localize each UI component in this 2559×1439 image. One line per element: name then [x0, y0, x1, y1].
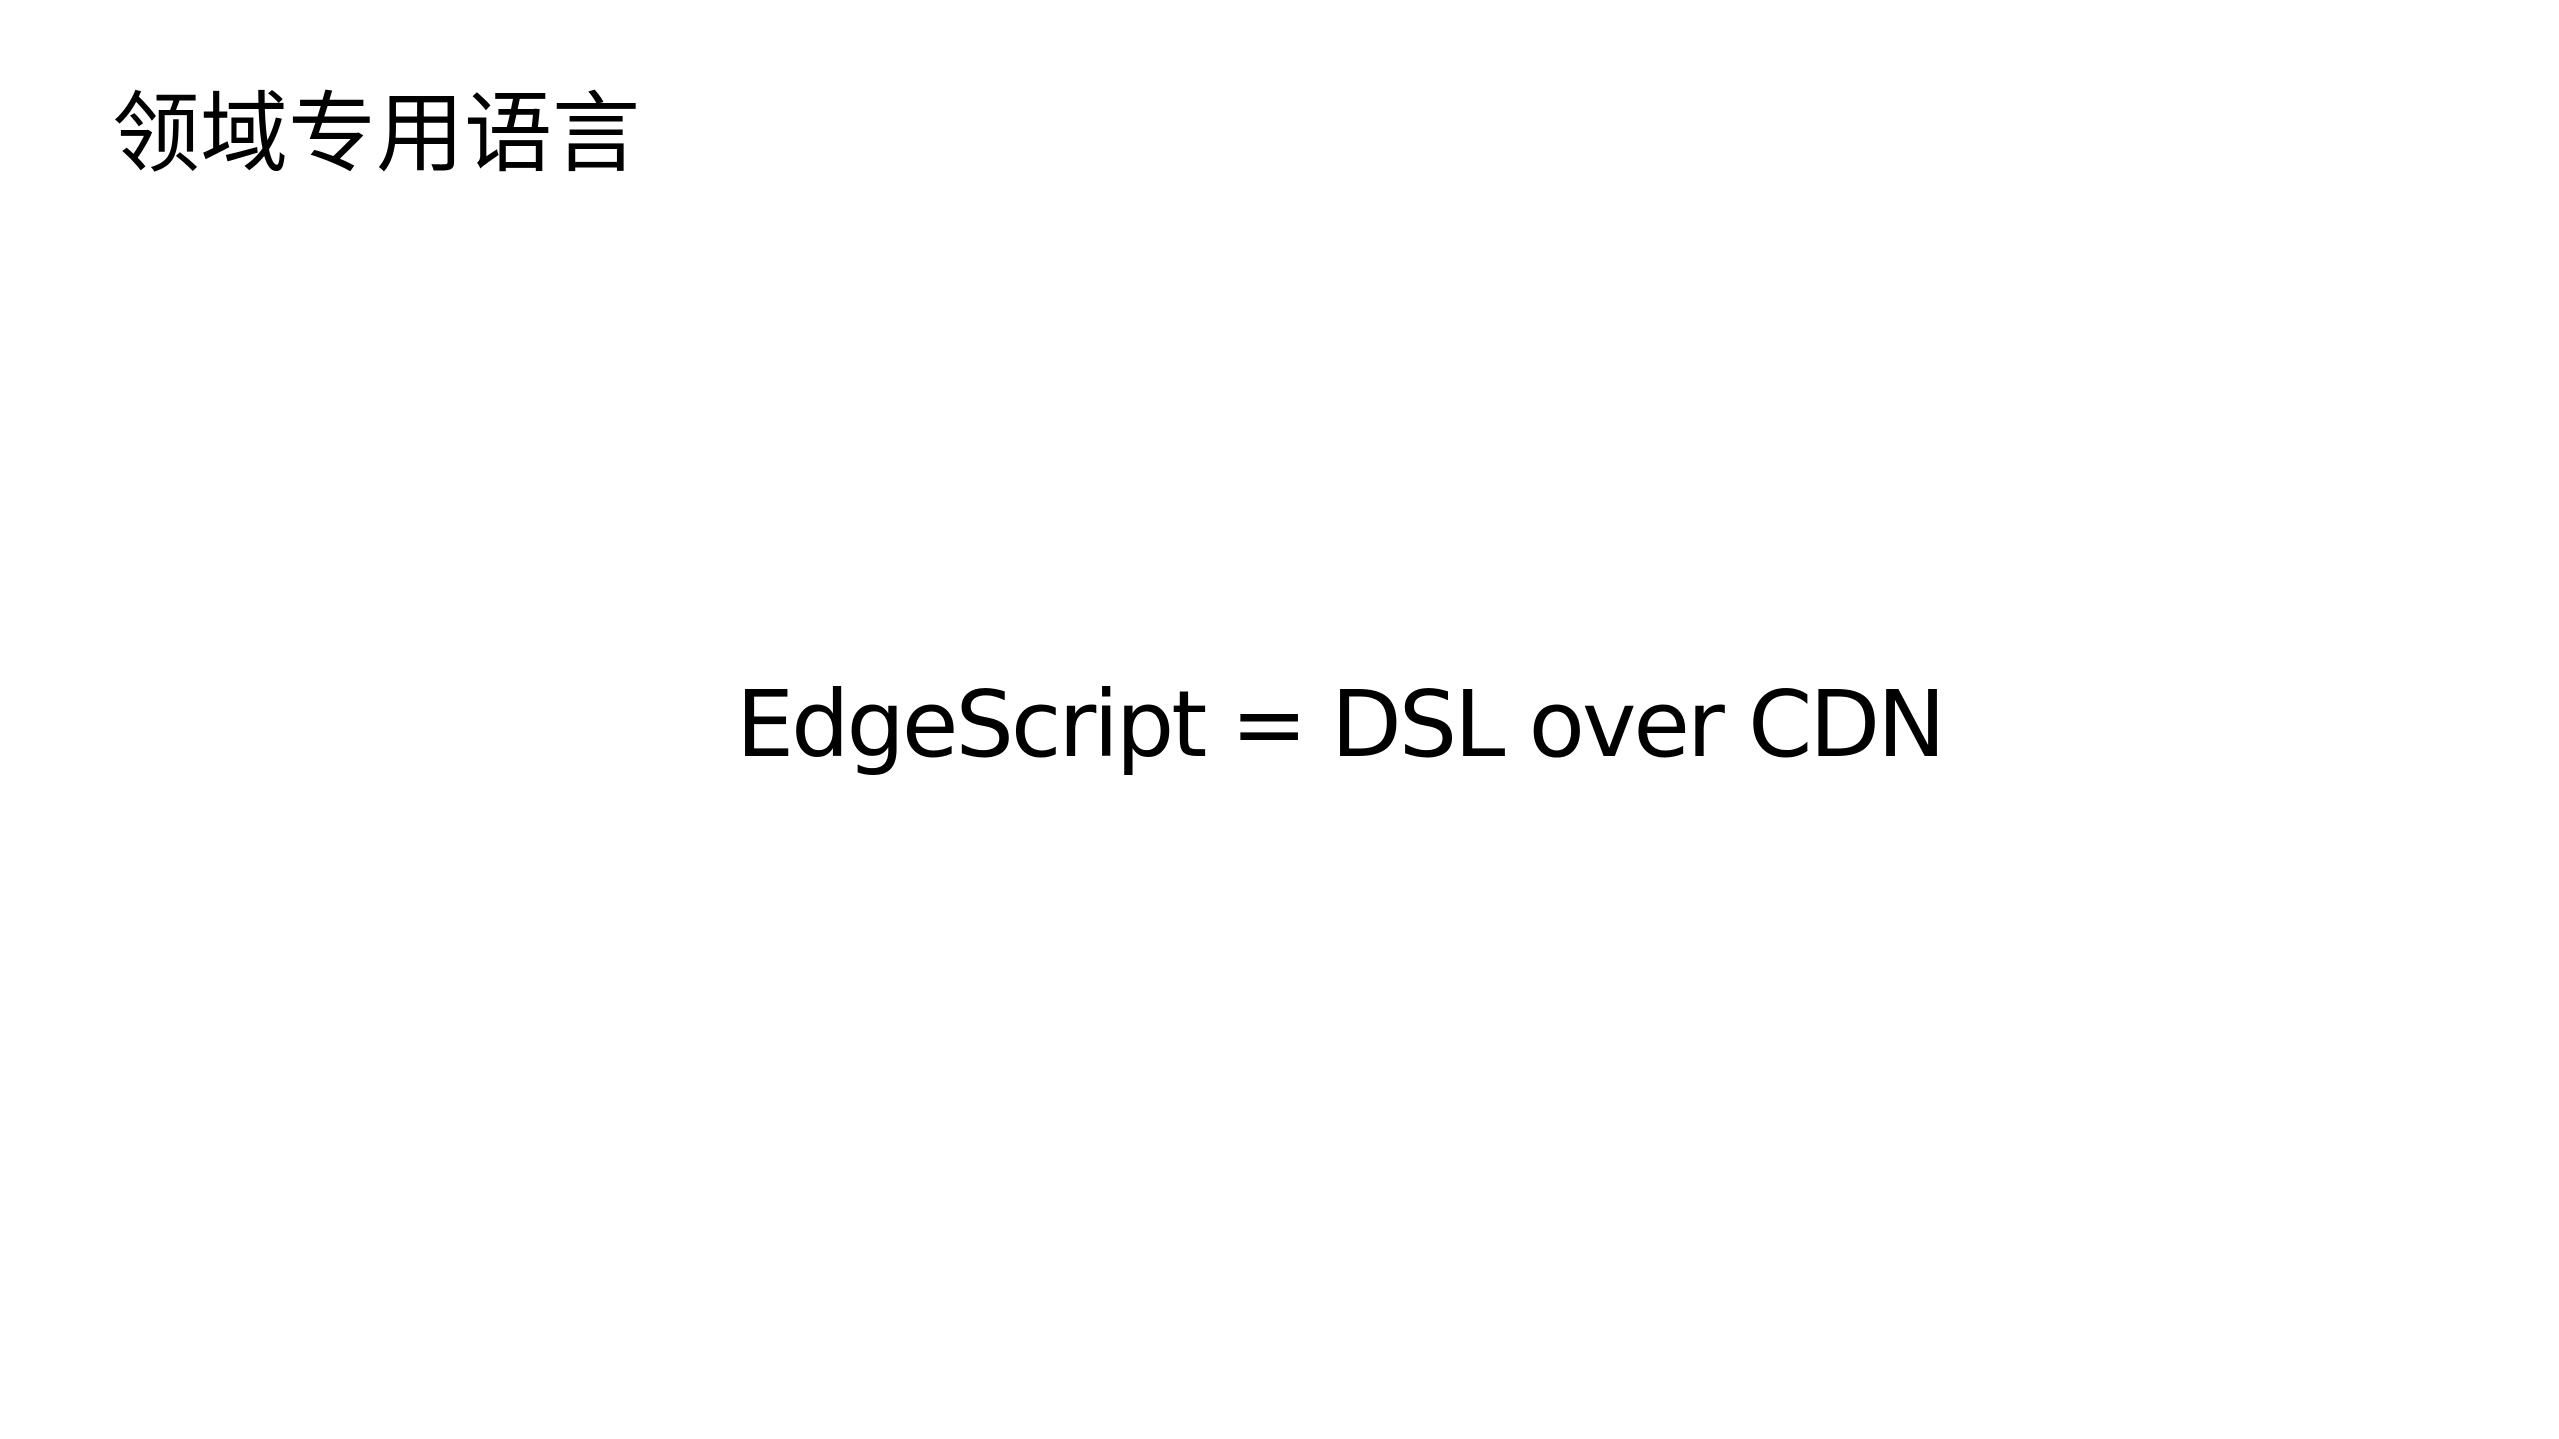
- slide-body-text: EdgeScript = DSL over CDN: [736, 671, 1946, 778]
- slide-title: 领域专用语言: [112, 82, 641, 185]
